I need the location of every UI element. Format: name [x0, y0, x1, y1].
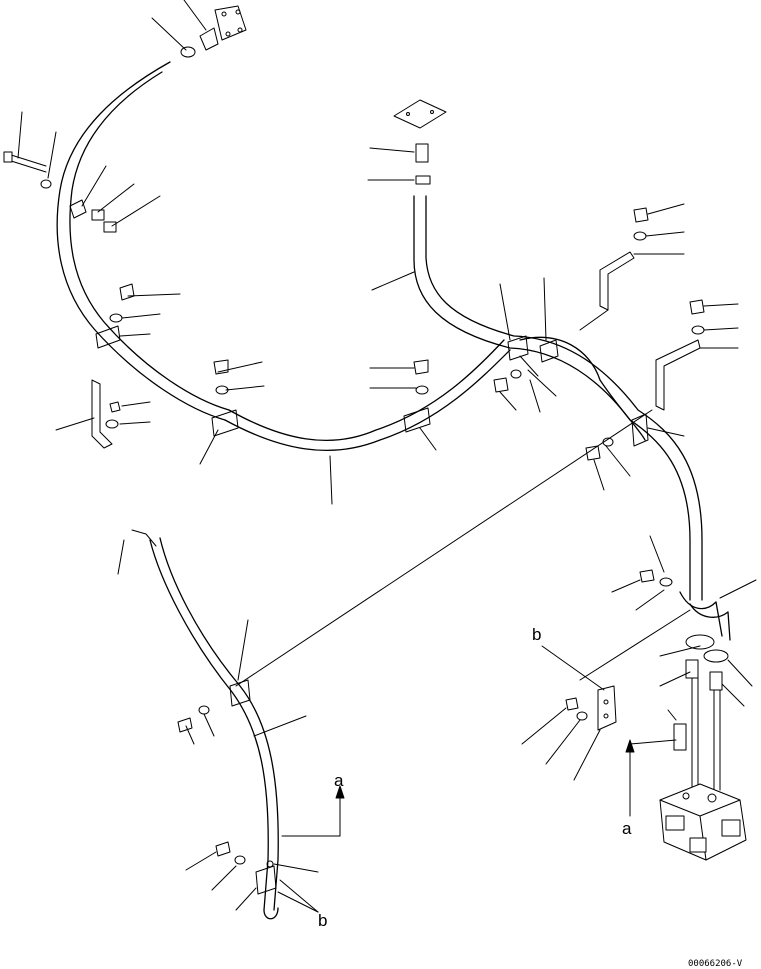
- drawing-code: 00066206-V: [688, 959, 743, 969]
- view-label-b-bottom: b: [318, 911, 328, 930]
- reference-leaders: [235, 409, 691, 687]
- view-label-a-top: a: [334, 771, 344, 790]
- middle-hose-assembly: [199, 99, 739, 601]
- valve-assembly: [521, 535, 757, 861]
- top-left-hose-assembly: [3, 0, 247, 449]
- view-label-a-right: a: [622, 819, 632, 838]
- view-label-b-top: b: [532, 625, 542, 644]
- lower-hose-assembly: [117, 529, 345, 920]
